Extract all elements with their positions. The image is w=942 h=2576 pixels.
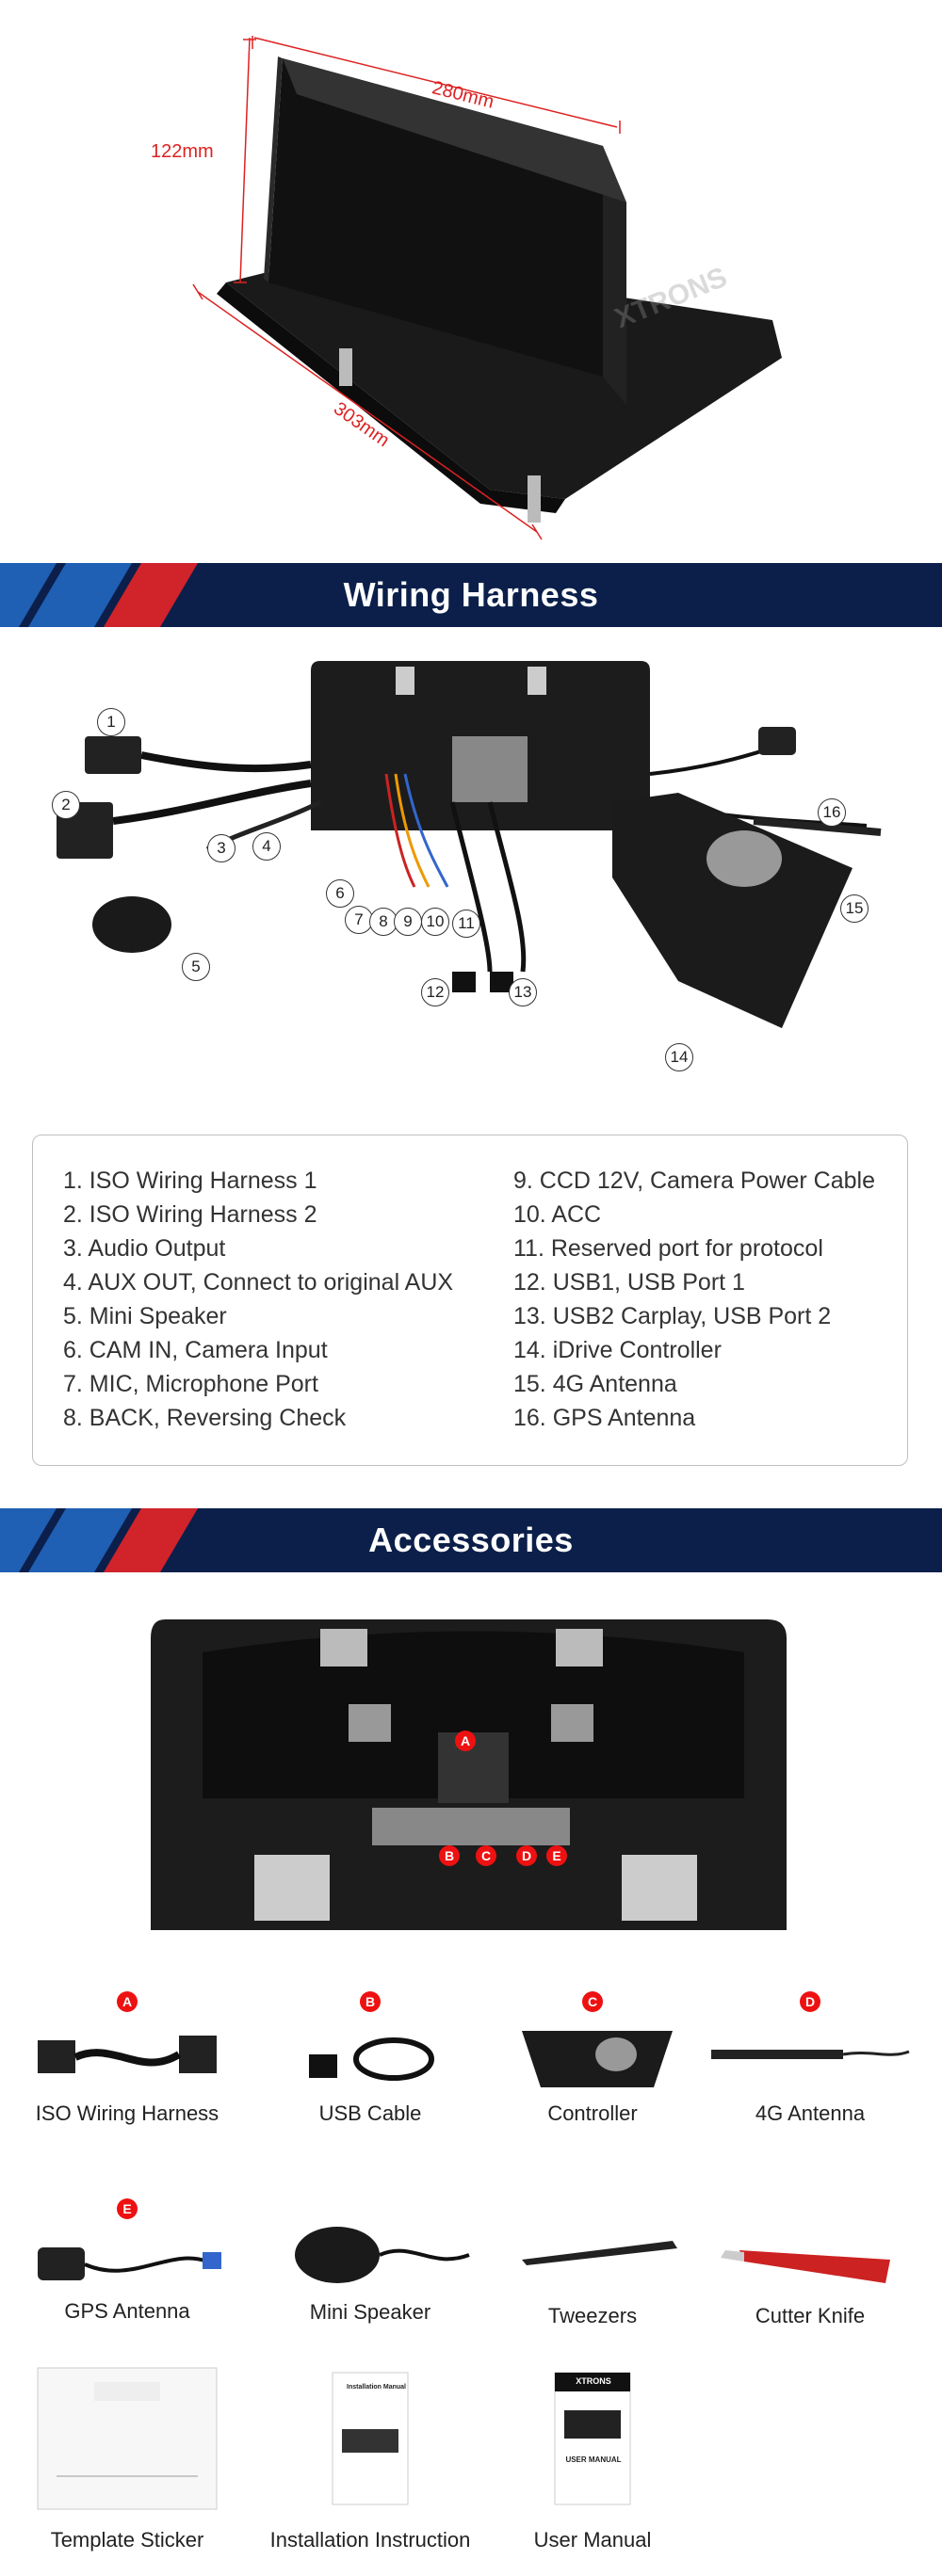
legend-item: 14. iDrive Controller [513,1337,722,1363]
wiring-harness-diagram: 1 2 3 4 5 6 7 8 9 10 11 12 13 14 15 16 [0,633,942,1122]
callout-9: 9 [394,908,422,936]
callout-3: 3 [207,834,236,862]
legend-item: 6. CAM IN, Camera Input [63,1337,328,1363]
iso-harness-icon [38,2036,217,2073]
cutter-knife-icon [721,2250,890,2283]
callout-1: 1 [97,708,125,736]
instruction-booklet-icon [332,2372,409,2505]
usb-cable-icon [309,2037,434,2081]
accessory-badge: E [117,2198,138,2219]
product-dimensions-image: 280mm 122mm 303mm XTRONS [0,0,942,565]
accessory-tweezers: Tweezers [484,2213,701,2328]
callout-5: 5 [182,953,210,981]
instruction-title: Installation Manual [347,2384,407,2391]
legend-column-right: 9. CCD 12V, Camera Power Cable 10. ACC 1… [513,1164,875,1435]
dimension-height: 122mm [151,141,214,162]
antenna-icon [711,2050,910,2059]
accessory-template-sticker: Template Sticker [19,2363,236,2552]
legend-item: 16. GPS Antenna [513,1405,696,1431]
section-title-wiring: Wiring Harness [343,575,599,614]
head-unit-illustration [192,36,782,540]
legend-item: 12. USB1, USB Port 1 [513,1269,745,1296]
accessory-iso-wiring-harness: A ISO Wiring Harness [19,1991,236,2126]
callout-11: 11 [452,910,480,938]
callout-2: 2 [52,791,80,819]
callout-15: 15 [840,894,869,923]
accessory-cutter-knife: Cutter Knife [702,2213,918,2328]
tweezers-icon [522,2241,677,2265]
accessory-label: 4G Antenna [755,2101,866,2125]
accessory-label: ISO Wiring Harness [35,2101,219,2125]
legend-column-left: 1. ISO Wiring Harness 1 2. ISO Wiring Ha… [63,1164,453,1435]
port-badge-b: B [439,1845,460,1866]
callout-10: 10 [421,908,449,936]
callout-12: 12 [421,978,449,1006]
unit-back-illustration [151,1619,787,1930]
accessory-label: Installation Instruction [269,2528,471,2552]
port-badge-e: E [546,1845,567,1866]
accessory-user-manual: XTRONS USER MANUAL User Manual [484,2363,701,2552]
banner-stripes [0,1508,198,1572]
legend-item: 1. ISO Wiring Harness 1 [63,1167,317,1194]
legend-item: 9. CCD 12V, Camera Power Cable [513,1167,875,1194]
gps-antenna-icon [38,2247,221,2280]
accessory-badge: D [800,1991,820,2012]
callout-14: 14 [665,1043,693,1071]
legend-item: 13. USB2 Carplay, USB Port 2 [513,1303,832,1329]
port-badge-c: C [476,1845,496,1866]
accessory-badge: A [117,1991,138,2012]
legend-item: 2. ISO Wiring Harness 2 [63,1201,317,1228]
accessory-label: Tweezers [547,2304,638,2327]
accessory-mini-speaker: Mini Speaker [262,2213,479,2325]
manual-brand: XTRONS [576,2376,611,2386]
accessory-label: USB Cable [318,2101,422,2125]
legend-item: 8. BACK, Reversing Check [63,1405,347,1431]
template-sticker-icon [37,2367,218,2510]
port-badge-a: A [455,1731,476,1751]
accessory-label: Template Sticker [50,2528,204,2552]
accessory-4g-antenna: D 4G Antenna [702,1991,918,2126]
banner-stripes [0,563,198,627]
accessory-badge: B [360,1991,381,2012]
accessory-label: GPS Antenna [64,2299,190,2323]
legend-item: 5. Mini Speaker [63,1303,227,1329]
legend-item: 15. 4G Antenna [513,1371,677,1397]
manual-title: USER MANUAL [565,2455,622,2464]
accessory-label: Mini Speaker [309,2300,431,2324]
wiring-illustration [57,661,882,1028]
accessory-controller: C Controller [484,1991,701,2126]
callout-16: 16 [818,798,846,827]
accessory-installation-instruction: Installation Manual Installation Instruc… [262,2363,479,2552]
unit-back-view: A B C D E [0,1572,942,1968]
controller-icon [522,2031,673,2087]
port-badge-d: D [516,1845,537,1866]
mini-speaker-icon [295,2227,470,2283]
callout-13: 13 [509,978,537,1006]
user-manual-icon [554,2372,631,2505]
legend-item: 7. MIC, Microphone Port [63,1371,318,1397]
callout-6: 6 [326,879,354,908]
callout-7: 7 [345,906,373,934]
legend-item: 10. ACC [513,1201,602,1228]
legend-item: 4. AUX OUT, Connect to original AUX [63,1269,454,1296]
accessory-label: Cutter Knife [755,2304,866,2327]
legend-item: 3. Audio Output [63,1235,226,1262]
wiring-harness-banner: Wiring Harness [0,563,942,627]
accessory-label: User Manual [533,2528,652,2552]
callout-4: 4 [252,832,281,861]
accessory-gps-antenna: E GPS Antenna [19,2198,236,2324]
wiring-legend: 1. ISO Wiring Harness 1 2. ISO Wiring Ha… [32,1135,908,1466]
section-title-accessories: Accessories [368,1521,574,1559]
accessories-banner: Accessories [0,1508,942,1572]
accessory-badge: C [582,1991,603,2012]
accessory-usb-cable: B USB Cable [262,1991,479,2126]
legend-item: 11. Reserved port for protocol [513,1235,823,1262]
accessory-label: Controller [547,2101,638,2125]
